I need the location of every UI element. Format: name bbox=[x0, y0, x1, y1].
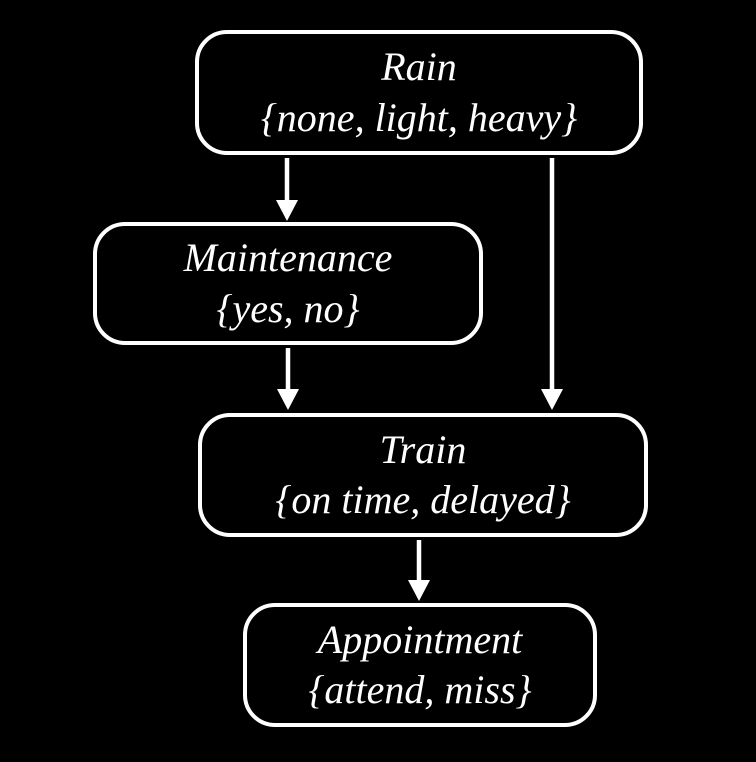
node-rain-values: {none, light, heavy} bbox=[260, 94, 578, 140]
node-maintenance-label: Maintenance bbox=[183, 235, 393, 281]
node-train: Train {on time, delayed} bbox=[198, 413, 648, 537]
node-rain: Rain {none, light, heavy} bbox=[195, 30, 643, 155]
node-train-label: Train bbox=[379, 426, 467, 472]
node-train-values: {on time, delayed} bbox=[275, 477, 571, 522]
edge-rain-to-maintenance-arrow bbox=[276, 158, 298, 221]
node-rain-label: Rain bbox=[381, 44, 457, 90]
edge-rain-to-train-arrow bbox=[541, 158, 563, 410]
node-maintenance: Maintenance {yes, no} bbox=[93, 222, 483, 345]
node-appointment: Appointment {attend, miss} bbox=[243, 603, 597, 727]
node-maintenance-values: {yes, no} bbox=[216, 285, 360, 331]
node-appointment-label: Appointment bbox=[317, 616, 523, 662]
edge-maintenance-to-train-arrow bbox=[277, 348, 299, 410]
node-appointment-values: {attend, miss} bbox=[308, 667, 532, 712]
edge-train-to-appointment-arrow bbox=[408, 540, 430, 601]
